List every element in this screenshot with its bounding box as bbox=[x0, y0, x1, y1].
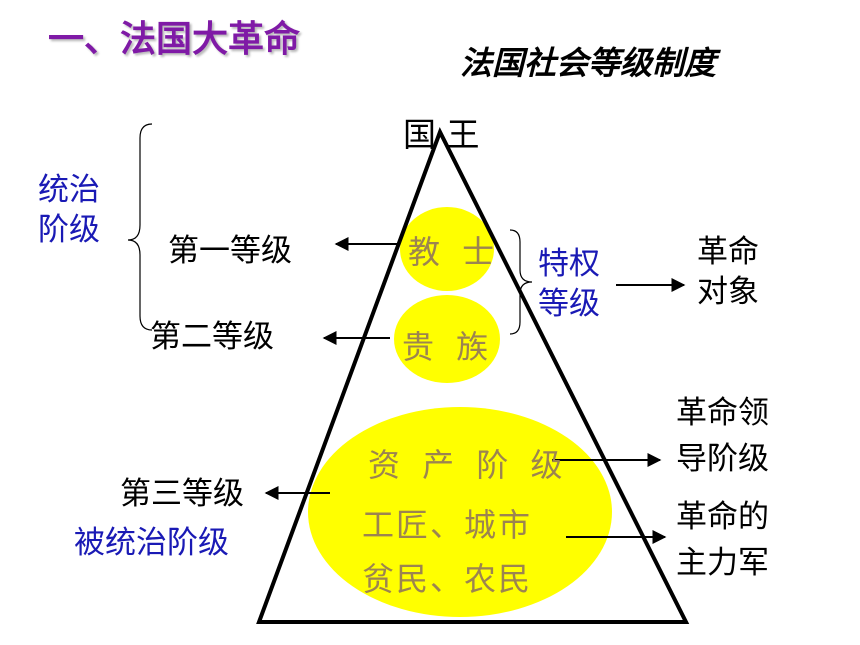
king-label: 国 王 bbox=[403, 115, 480, 154]
ruling-class-line-2: 阶级 bbox=[38, 212, 100, 248]
second-estate-label: 第二等级 bbox=[150, 319, 274, 355]
revolution-main-force-line-2: 主力军 bbox=[676, 545, 769, 581]
revolution-target-label: 革命 对象 bbox=[697, 232, 759, 312]
nobility-label: 贵 族 bbox=[402, 328, 495, 366]
ruling-class-line-1: 统治 bbox=[38, 172, 100, 208]
clergy-ellipse bbox=[400, 207, 494, 291]
pyramid-triangle bbox=[256, 126, 690, 624]
third-estate-label: 第三等级 bbox=[120, 476, 244, 512]
ruling-class-label: 统治 阶级 bbox=[38, 170, 100, 250]
nobility-ellipse bbox=[394, 295, 500, 383]
page-title: 一、法国大革命 bbox=[48, 19, 301, 60]
revolution-leaders-line-1: 革命领 bbox=[676, 395, 769, 431]
revolution-leaders-label: 革命领 导阶级 bbox=[676, 390, 769, 482]
peasants-label: 贫民、农民 bbox=[362, 560, 533, 598]
first-estate-label: 第一等级 bbox=[168, 233, 292, 269]
artisans-label: 工匠、城市 bbox=[362, 506, 533, 544]
revolution-main-force-label: 革命的 主力军 bbox=[676, 494, 769, 586]
privileged-line-1: 特权 bbox=[538, 246, 600, 282]
clergy-label: 教 士 bbox=[408, 233, 501, 271]
revolution-target-line-2: 对象 bbox=[697, 274, 759, 310]
diagram-subtitle: 法国社会等级制度 bbox=[460, 44, 717, 82]
privileged-label: 特权 等级 bbox=[538, 244, 600, 324]
revolution-main-force-line-1: 革命的 bbox=[676, 499, 769, 535]
bourgeoisie-label: 资 产 阶 级 bbox=[368, 446, 569, 484]
privileged-line-2: 等级 bbox=[538, 286, 600, 322]
ruling-class-brace bbox=[127, 123, 153, 331]
third-estate-ellipse bbox=[308, 407, 612, 617]
revolution-leaders-line-2: 导阶级 bbox=[676, 441, 769, 477]
ruled-class-label: 被统治阶级 bbox=[74, 525, 229, 561]
privileged-brace bbox=[509, 229, 533, 335]
revolution-target-line-1: 革命 bbox=[697, 234, 759, 270]
